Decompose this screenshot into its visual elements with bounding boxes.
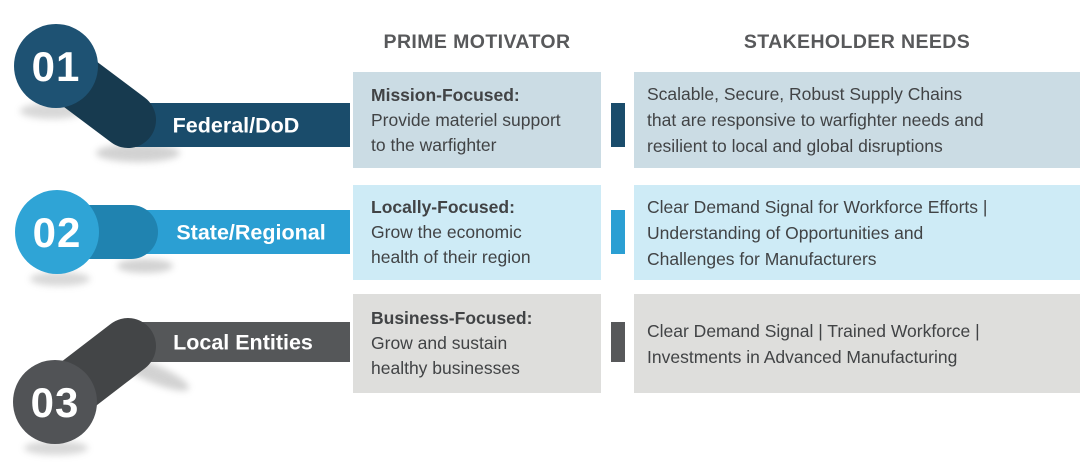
prime-motivator-box-local: Business-Focused: Grow and sustain healt… [353,294,601,393]
needs-text: Scalable, Secure, Robust Supply Chains t… [647,84,984,156]
row-connector-state [611,210,625,254]
needs-text: Clear Demand Signal | Trained Workforce … [647,320,980,367]
stakeholder-needs-box-federal: Scalable, Secure, Robust Supply Chains t… [634,72,1080,168]
motivator-title: Mission-Focused: [371,84,520,105]
marker-row-local: 03 Local Entities [13,318,350,455]
row-bar [120,210,350,254]
motivator-body: Grow and sustain healthy businesses [371,333,520,378]
prime-motivator-box-federal: Mission-Focused: Provide materiel suppor… [353,72,601,168]
row-connector-federal [611,103,625,147]
step-circle [13,360,97,444]
step-number: 03 [31,379,80,426]
stakeholder-needs-header: STAKEHOLDER NEEDS [743,31,971,53]
row-bar-label: Local Entities [173,331,313,355]
motivator-body: Grow the economic health of their region [371,222,531,267]
ribbon-shadow [96,144,180,162]
row-bar-label: State/Regional [176,221,325,245]
needs-text: Clear Demand Signal for Workforce Effort… [647,196,988,269]
row-bar [122,322,350,362]
stakeholder-needs-box-local: Clear Demand Signal | Trained Workforce … [634,294,1080,393]
row-connector-local [611,322,625,362]
step-number: 01 [32,43,81,90]
step-circle [14,24,98,108]
motivator-title: Business-Focused: [371,308,533,328]
motivator-title: Locally-Focused: [371,197,515,217]
step-circle [15,190,99,274]
marker-row-state: 02 State/Regional [15,190,350,286]
row-bar [122,103,350,147]
marker-row-federal: 01 Federal/DoD [14,24,350,162]
prime-motivator-header: PRIME MOTIVATOR [383,31,571,53]
row-bar-label: Federal/DoD [173,114,300,138]
ribbon-shadow [117,259,173,273]
circle-shadow [24,441,88,455]
prime-motivator-box-state: Locally-Focused: Grow the economic healt… [353,185,601,280]
motivator-body: Provide materiel support to the warfight… [371,109,561,155]
step-number: 02 [33,209,82,256]
circle-shadow [30,272,90,286]
stakeholder-needs-box-state: Clear Demand Signal for Workforce Effort… [634,185,1080,280]
